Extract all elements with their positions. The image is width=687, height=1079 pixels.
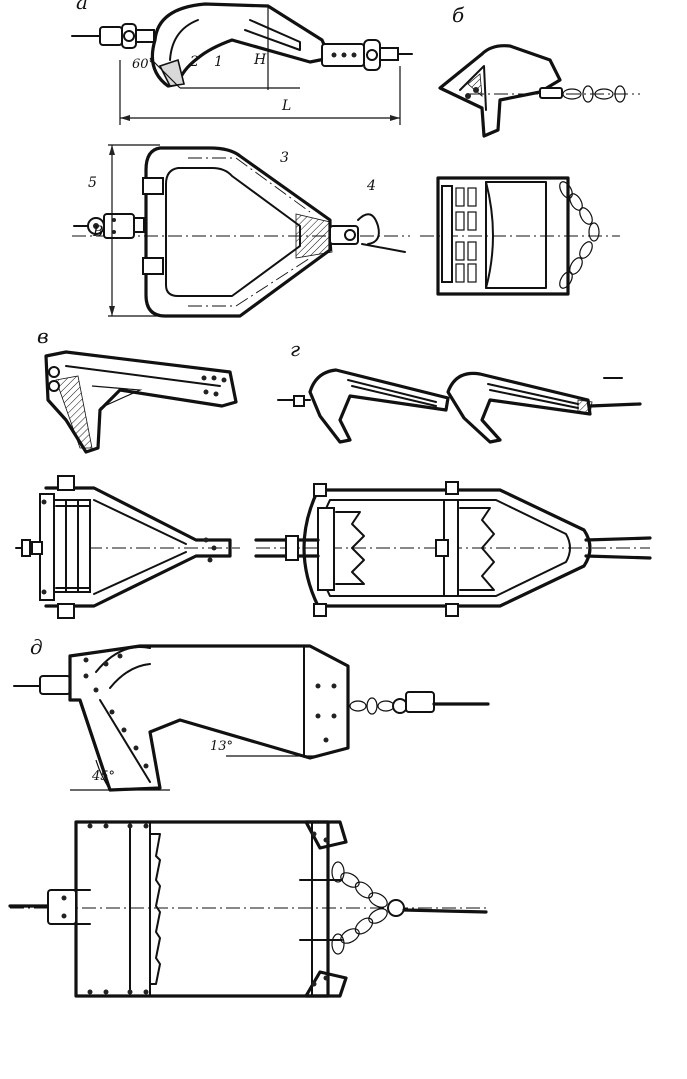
rear-hitch-d [8,889,91,925]
tow-rope-d-plan [402,908,488,914]
shackle-left [99,23,155,49]
panel-b-side-view [438,44,640,138]
hook-body [150,2,332,88]
ripper-body-side [44,350,238,454]
teeth-d [149,833,161,985]
chain-b-side [539,85,626,103]
label-panel-a: а [76,0,88,14]
chain-d-side [349,691,435,715]
dimension-B: B [92,224,103,240]
label-panel-b: б [452,3,465,27]
panel-v-plan-view [15,475,240,619]
chain-d-plan [331,861,405,955]
plough-blade-side [438,44,562,138]
chain-b-plan [559,181,600,289]
plough-frame-b [436,176,570,296]
callout-4: 4 [366,178,376,194]
scraper-1-side [308,368,450,444]
panel-b-plan-view [420,176,620,296]
bolts-v-plan [41,499,217,595]
blade-g-1 [313,483,365,617]
bolts-d-side [83,653,337,769]
callout-5: 5 [88,175,97,191]
panel-a-plan-view [72,144,410,318]
label-panel-v: в [37,324,49,348]
angle-45: 45° [91,769,115,784]
panel-g-side-view [277,368,642,444]
tow-rope-g [588,402,642,408]
tooth-section [158,58,185,87]
scraper-2-side [446,371,592,444]
dimension-H: H [253,52,267,68]
fitting-4 [329,213,380,245]
bolts-v [201,375,227,397]
callout-2: 2 [189,54,199,70]
panel-d-plan-view [8,820,488,998]
label-panel-g: г [290,337,300,361]
frame-clamp-top [142,177,164,195]
label-panel-d: д [30,635,43,659]
panel-a-side-view [71,2,413,125]
frame-inner [165,167,301,297]
teeth-b [441,185,477,283]
angle-60-line [149,57,181,89]
angle-60: 60° [132,57,155,72]
frame-d-plan [74,820,330,998]
callout-3: 3 [280,150,289,166]
angle-13: 13° [210,739,233,754]
hook-inner-curve [169,19,199,61]
arm-slot [244,19,301,51]
frame-clamp-bottom [142,257,164,275]
frame-d-side [68,644,350,792]
shackle-right [321,39,399,71]
panel-d-side-view [13,644,490,792]
bolts-d-plan [87,823,329,995]
dimension-L: L [281,98,291,114]
teeth-v [55,475,91,619]
frame-nose-section [295,213,333,259]
frame-v-outer [44,486,232,608]
panel-g-plan-view [254,481,652,617]
blade-g-2 [443,481,495,617]
callout-1: 1 [214,54,223,70]
rear-hitch-v [15,539,43,557]
frame-outer [144,146,332,318]
panel-v-side-view [44,350,238,454]
tow-rope-right [361,243,406,253]
